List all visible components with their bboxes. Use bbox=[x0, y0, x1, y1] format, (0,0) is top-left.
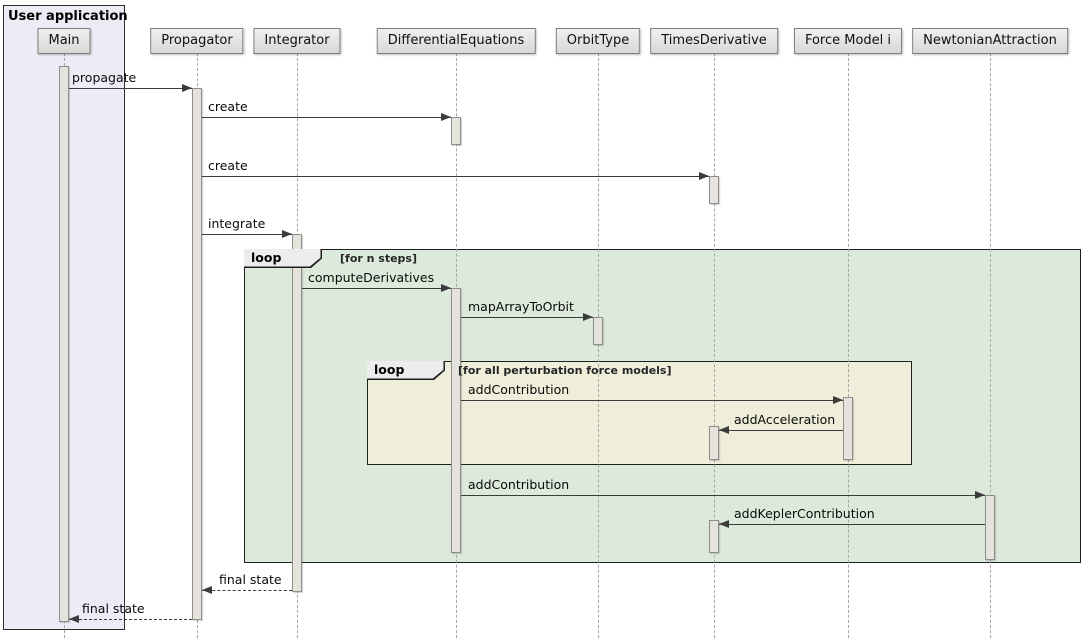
activation-timesderivative-acceleration bbox=[709, 426, 719, 460]
message-line bbox=[69, 619, 192, 620]
message-label: final state bbox=[219, 572, 282, 587]
message-arrowhead bbox=[441, 113, 451, 121]
message-line bbox=[461, 400, 843, 401]
loop-tab-inner: loop bbox=[367, 361, 445, 380]
message-line bbox=[719, 524, 985, 525]
message-arrowhead bbox=[975, 491, 985, 499]
participant-main: Main bbox=[37, 28, 91, 54]
message-label: create bbox=[208, 158, 248, 173]
message-arrowhead bbox=[719, 426, 729, 434]
participant-orbittype: OrbitType bbox=[555, 28, 641, 54]
message-line bbox=[202, 117, 451, 118]
activation-propagator bbox=[192, 88, 202, 620]
message-arrowhead bbox=[282, 230, 292, 238]
activation-integrator bbox=[292, 234, 302, 592]
message-line bbox=[461, 317, 593, 318]
message-line bbox=[719, 430, 843, 431]
message-arrowhead bbox=[202, 586, 212, 594]
group-frame-title: User application bbox=[8, 9, 128, 24]
loop-keyword: loop bbox=[374, 362, 405, 377]
message-arrowhead bbox=[182, 84, 192, 92]
activation-force-model bbox=[843, 397, 853, 460]
message-line bbox=[202, 176, 709, 177]
participant-force-model: Force Model i bbox=[793, 28, 903, 54]
message-label: computeDerivatives bbox=[308, 270, 435, 285]
message-label: final state bbox=[82, 601, 145, 616]
participant-propagator: Propagator bbox=[150, 28, 244, 54]
message-label: addContribution bbox=[468, 382, 570, 397]
lifeline-newtonianattraction bbox=[990, 53, 991, 638]
activation-newtonianattraction bbox=[985, 495, 995, 560]
message-label: addKeplerContribution bbox=[734, 506, 875, 521]
participant-newtonianattraction: NewtonianAttraction bbox=[912, 28, 1068, 54]
message-line bbox=[202, 234, 292, 235]
message-line bbox=[461, 495, 985, 496]
message-line bbox=[69, 88, 192, 89]
lifeline-timesderivative bbox=[714, 53, 715, 638]
activation-differentialequations bbox=[451, 288, 461, 553]
lifeline-orbittype bbox=[598, 53, 599, 638]
participant-timesderivative: TimesDerivative bbox=[650, 28, 778, 54]
activation-orbittype bbox=[593, 317, 603, 345]
message-arrowhead bbox=[441, 284, 451, 292]
loop-condition-inner: [for all perturbation force models] bbox=[458, 364, 672, 377]
activation-timesderivative-kepler bbox=[709, 520, 719, 553]
message-arrowhead bbox=[719, 520, 729, 528]
message-label: addContribution bbox=[468, 477, 570, 492]
message-line bbox=[302, 288, 451, 289]
message-arrowhead bbox=[699, 172, 709, 180]
message-label: integrate bbox=[208, 216, 266, 231]
loop-tab-outer: loop bbox=[244, 249, 322, 268]
activation-main bbox=[59, 66, 69, 622]
message-arrowhead bbox=[69, 615, 79, 623]
message-arrowhead bbox=[583, 313, 593, 321]
loop-tab-fill bbox=[244, 249, 321, 267]
activation-differentialequations-create bbox=[451, 117, 461, 145]
lifeline-force-model bbox=[848, 53, 849, 638]
message-label: mapArrayToOrbit bbox=[468, 299, 574, 314]
loop-condition-outer: [for n steps] bbox=[340, 252, 417, 265]
participant-integrator: Integrator bbox=[253, 28, 341, 54]
loop-tab-fill bbox=[367, 361, 444, 379]
message-label: create bbox=[208, 99, 248, 114]
message-line bbox=[202, 590, 292, 591]
message-label: propagate bbox=[72, 70, 137, 85]
message-arrowhead bbox=[833, 396, 843, 404]
activation-timesderivative-create bbox=[709, 176, 719, 204]
message-label: addAcceleration bbox=[734, 412, 836, 427]
loop-keyword: loop bbox=[251, 250, 282, 265]
participant-differentialequations: DifferentialEquations bbox=[376, 28, 536, 54]
